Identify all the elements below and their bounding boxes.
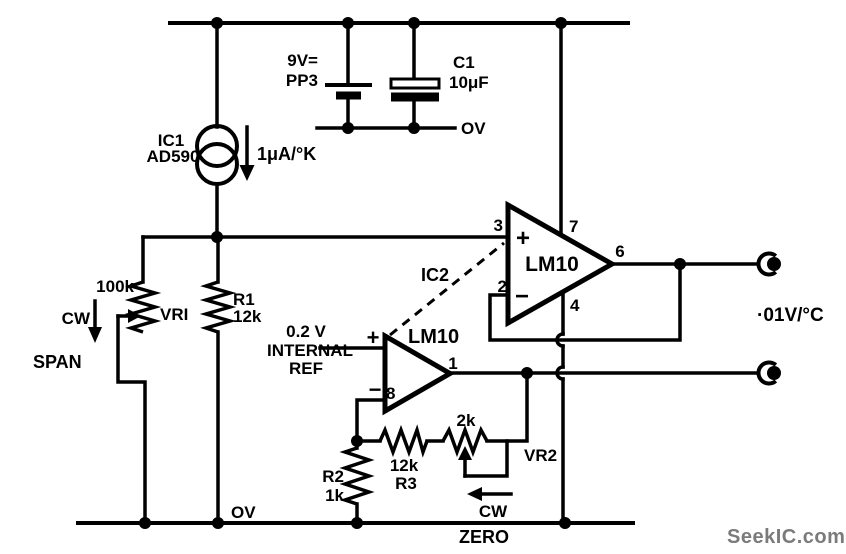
ref-opamp-pin8-label: 8: [386, 384, 395, 403]
vr2-end-terminal-wire: [485, 371, 529, 443]
vr2-ref-label: VR2: [524, 446, 557, 465]
main-opamp-pin2-label: 2: [498, 277, 507, 296]
ref-opamp-pin1-label: 1: [448, 354, 457, 373]
capacitor-value-label: 10μF: [449, 73, 489, 92]
ref-opamp-plus-sign: +: [367, 325, 380, 350]
ref-voltage-label-line3: REF: [289, 359, 323, 378]
ic2-package-dashed-link: [389, 241, 505, 337]
battery-voltage-label: 9V=: [287, 51, 318, 70]
span-label: SPAN: [33, 352, 82, 372]
capacitor-bottom-plate: [391, 92, 439, 102]
output-terminal-top-icon: [756, 251, 781, 277]
r1-value-label: 12k: [233, 307, 262, 326]
ref-opamp-minus-sign: −: [369, 377, 382, 402]
capacitor-c1-branch: [389, 21, 441, 130]
ref-voltage-label-line2: INTERNAL: [267, 341, 353, 360]
r1-resistor: [199, 235, 237, 525]
ref-amp-input-wires: [318, 346, 392, 443]
junction-dots: [139, 17, 686, 529]
watermark: SeekIC.com: [727, 526, 845, 548]
battery-branch: [325, 21, 372, 130]
main-opamp-pin4-label: 4: [570, 296, 580, 315]
span-cw-arrow-icon: [88, 299, 102, 343]
vr2-wiper-wire: [463, 439, 509, 478]
feedback-loop-wire: [488, 262, 682, 342]
battery-short-plate: [336, 91, 361, 100]
vri-ref-label: VRI: [160, 305, 188, 324]
zero-label: ZERO: [459, 527, 509, 547]
r2-value-label: 1k: [325, 486, 344, 505]
ref-voltage-label-line1: 0.2 V: [286, 322, 326, 341]
r3-ref-label: R3: [395, 474, 417, 493]
vr2-zero-pot: [441, 371, 529, 478]
r2-resistor: [339, 439, 375, 525]
main-opamp-triangle: [505, 200, 618, 328]
vri-resistor-body: [124, 280, 162, 334]
r3-resistor: [355, 424, 445, 458]
r1-resistor-body: [199, 280, 237, 334]
capacitor-ref-label: C1: [453, 53, 475, 72]
zero-cw-arrow-icon: [467, 487, 513, 501]
vri-span-pot: [116, 235, 162, 525]
ref-opamp-triangle: [382, 331, 456, 416]
vri-value-label: 100k: [96, 277, 134, 296]
ic1-ref-label: IC1: [158, 131, 184, 150]
span-cw-label: CW: [62, 309, 91, 328]
ic2-label: IC2: [421, 265, 449, 285]
supply-ov-label: OV: [461, 119, 486, 138]
vr2-value-label: 2k: [457, 411, 476, 430]
current-direction-arrow-icon: [239, 125, 255, 181]
vri-wiper-return-wire: [116, 314, 147, 525]
ic1-part-label: AD590: [147, 147, 200, 166]
main-opamp-minus-sign: −: [515, 283, 529, 310]
ic1-ad590-current-source: [195, 21, 255, 239]
main-opamp-part-label: LM10: [525, 253, 579, 276]
r1-ref-label: R1: [233, 290, 255, 309]
capacitor-top-plate: [389, 77, 441, 90]
battery-type-label: PP3: [286, 71, 318, 90]
pin4-supply-wire: [555, 288, 565, 525]
zero-cw-label: CW: [479, 502, 508, 521]
ground-ov-label: OV: [231, 503, 256, 522]
main-opamp-pin3-label: 3: [494, 216, 503, 235]
main-opamp-pin7-label: 7: [569, 217, 578, 236]
r2-resistor-body: [339, 446, 375, 506]
ref-opamp-part-label: LM10: [408, 326, 459, 348]
r2-ref-label: R2: [322, 467, 344, 486]
vr2-resistor-body: [441, 424, 489, 458]
ic1-current-label: 1μA/°K: [257, 144, 316, 164]
output-scale-label: ·01V/°C: [757, 305, 824, 326]
r3-value-label: 12k: [390, 456, 419, 475]
current-source-circle-top: [195, 124, 239, 168]
main-opamp-plus-sign: +: [516, 225, 530, 252]
output-terminal-bottom-icon: [756, 360, 781, 386]
main-opamp-pin6-label: 6: [615, 242, 624, 261]
vr2-wiper-arrow-icon: [458, 446, 472, 478]
r3-resistor-body: [378, 424, 429, 458]
